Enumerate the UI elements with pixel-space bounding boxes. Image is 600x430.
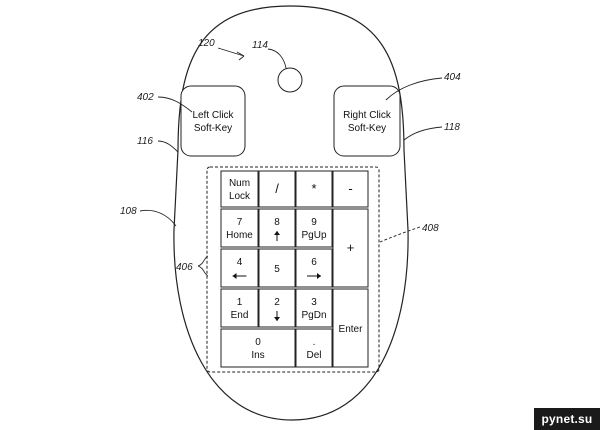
key-plus-label: +: [347, 240, 355, 255]
key-k0-cap[interactable]: [220, 328, 296, 368]
ref-116: 116: [137, 136, 153, 147]
key-plus[interactable]: +: [332, 208, 369, 288]
ref-120: 120: [198, 38, 215, 49]
key-numlock-cap[interactable]: [220, 170, 259, 208]
key-k6[interactable]: 6: [295, 248, 333, 288]
key-minus-cap[interactable]: [332, 170, 369, 208]
key-k2[interactable]: 2: [258, 288, 296, 328]
leader-406: [197, 255, 209, 277]
key-k4[interactable]: 4: [220, 248, 259, 288]
key-decimal[interactable]: . Del: [295, 328, 333, 368]
key-k2-label-top: 2: [274, 297, 280, 308]
leader-lines: [139, 47, 443, 277]
scroll-wheel: [277, 67, 303, 93]
key-k3-cap[interactable]: [295, 288, 333, 328]
keypad-dashed-outline: [206, 166, 380, 373]
ref-406: 406: [176, 262, 193, 273]
arrow-right-head-icon: [317, 273, 321, 279]
leader-114: [267, 48, 287, 69]
key-numlock-label-top: Num: [229, 178, 250, 189]
right-softkey-rect: [333, 85, 401, 157]
key-decimal-label-bottom: Del: [306, 350, 321, 361]
arrow-up-head-icon: [274, 231, 280, 235]
key-divide-label: /: [275, 181, 279, 196]
ref-108: 108: [120, 206, 137, 217]
key-k1-label-top: 1: [237, 297, 243, 308]
key-k4-label-top: 4: [237, 257, 243, 268]
ref-402: 402: [137, 92, 154, 103]
ref-114: 114: [252, 40, 268, 51]
key-decimal-cap[interactable]: [295, 328, 333, 368]
leader-116: [157, 140, 179, 153]
key-k2-cap[interactable]: [258, 288, 296, 328]
watermark-badge: pynet.su: [534, 408, 600, 430]
key-k1-label-bottom: End: [231, 310, 249, 321]
key-decimal-label-top: .: [313, 337, 316, 348]
ref-408: 408: [422, 223, 439, 234]
key-k9-label-top: 9: [311, 217, 317, 228]
leader-108: [139, 209, 177, 227]
right-softkey-line2: Soft-Key: [348, 123, 386, 134]
leader-408: [379, 226, 421, 243]
key-k9-cap[interactable]: [295, 208, 333, 248]
ref-404: 404: [444, 72, 461, 83]
key-numlock-label-bottom: Lock: [229, 191, 251, 202]
ref-118: 118: [444, 122, 460, 133]
key-k7-label-top: 7: [237, 217, 243, 228]
key-divide[interactable]: /: [258, 170, 296, 208]
left-softkey-line2: Soft-Key: [194, 123, 232, 134]
key-enter[interactable]: Enter: [332, 288, 369, 368]
key-k5-label: 5: [274, 264, 280, 275]
key-k6-cap[interactable]: [295, 248, 333, 288]
leader-404: [385, 77, 443, 101]
key-k0-label-bottom: Ins: [251, 350, 264, 361]
key-enter-label: Enter: [339, 324, 364, 335]
right-softkey-line1: Right Click: [343, 110, 392, 121]
key-k5-cap[interactable]: [258, 248, 296, 288]
key-divide-cap[interactable]: [258, 170, 296, 208]
key-k8-cap[interactable]: [258, 208, 296, 248]
leader-120: [217, 47, 245, 57]
arrow-left-head-icon: [232, 273, 237, 279]
key-enter-cap[interactable]: [332, 288, 369, 368]
key-multiply-label: *: [311, 181, 316, 196]
leader-120-arrowhead: [236, 51, 245, 61]
key-k6-label-top: 6: [311, 257, 317, 268]
key-minus-label: -: [348, 181, 352, 196]
key-k5[interactable]: 5: [258, 248, 296, 288]
key-k1-cap[interactable]: [220, 288, 259, 328]
left-softkey-rect: [180, 85, 246, 157]
key-k3-label-bottom: PgDn: [301, 310, 326, 321]
leader-402: [157, 96, 193, 113]
key-k0-label-top: 0: [255, 337, 261, 348]
key-k7-label-bottom: Home: [226, 230, 253, 241]
key-k7-cap[interactable]: [220, 208, 259, 248]
leader-118: [403, 126, 443, 141]
key-multiply-cap[interactable]: [295, 170, 333, 208]
key-k9-label-bottom: PgUp: [301, 230, 326, 241]
key-k4-cap[interactable]: [220, 248, 259, 288]
key-multiply[interactable]: *: [295, 170, 333, 208]
key-plus-cap[interactable]: [332, 208, 369, 288]
left-softkey-line1: Left Click: [192, 110, 234, 121]
arrow-down-head-icon: [274, 317, 280, 321]
key-minus[interactable]: -: [332, 170, 369, 208]
key-k8-label-top: 8: [274, 217, 280, 228]
mouse-housing-outline: [173, 5, 409, 421]
key-k3-label-top: 3: [311, 297, 317, 308]
key-k8[interactable]: 8: [258, 208, 296, 248]
